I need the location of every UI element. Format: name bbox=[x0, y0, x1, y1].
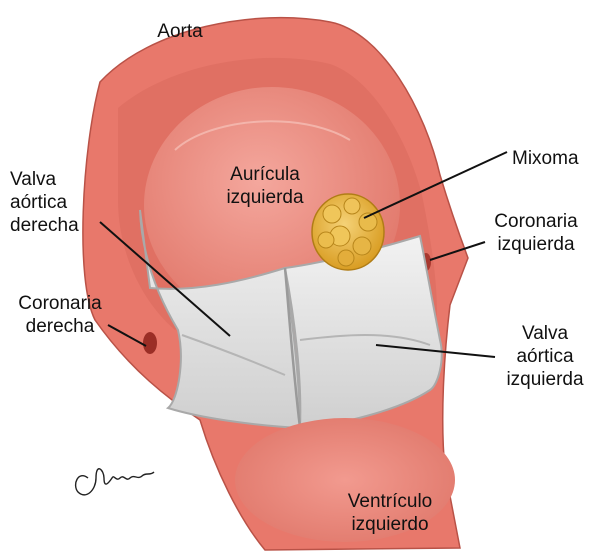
label-coronaria-izquierda-line2: izquierda bbox=[484, 233, 588, 256]
label-valva-aortica-izquierda: Valva aórtica izquierda bbox=[500, 322, 590, 391]
artist-signature bbox=[76, 469, 154, 495]
label-valva-aortica-derecha: Valva aórtica derecha bbox=[10, 168, 79, 237]
right-coronary-ostium bbox=[143, 332, 157, 354]
label-mixoma-text: Mixoma bbox=[512, 147, 579, 170]
label-valva-derecha-line1: Valva bbox=[10, 168, 79, 191]
label-ventriculo-izquierdo: Ventrículo izquierdo bbox=[335, 490, 445, 536]
label-mixoma: Mixoma bbox=[512, 147, 579, 170]
label-ventriculo-line1: Ventrículo bbox=[335, 490, 445, 513]
label-valva-izquierda-line1: Valva bbox=[500, 322, 590, 345]
label-coronaria-derecha-line1: Coronaria bbox=[8, 292, 112, 315]
label-auricula-line1: Aurícula bbox=[215, 163, 315, 186]
label-aorta-text: Aorta bbox=[150, 20, 210, 43]
label-auricula-line2: izquierda bbox=[215, 186, 315, 209]
label-coronaria-izquierda: Coronaria izquierda bbox=[484, 210, 588, 256]
label-valva-izquierda-line3: izquierda bbox=[500, 368, 590, 391]
label-valva-derecha-line3: derecha bbox=[10, 214, 79, 237]
label-aorta: Aorta bbox=[150, 20, 210, 43]
label-coronaria-derecha: Coronaria derecha bbox=[8, 292, 112, 338]
label-valva-izquierda-line2: aórtica bbox=[500, 345, 590, 368]
label-ventriculo-line2: izquierdo bbox=[335, 513, 445, 536]
label-coronaria-derecha-line2: derecha bbox=[8, 315, 112, 338]
label-valva-derecha-line2: aórtica bbox=[10, 191, 79, 214]
label-auricula-izquierda: Aurícula izquierda bbox=[215, 163, 315, 209]
label-coronaria-izquierda-line1: Coronaria bbox=[484, 210, 588, 233]
myxoma-tumor bbox=[312, 194, 384, 270]
